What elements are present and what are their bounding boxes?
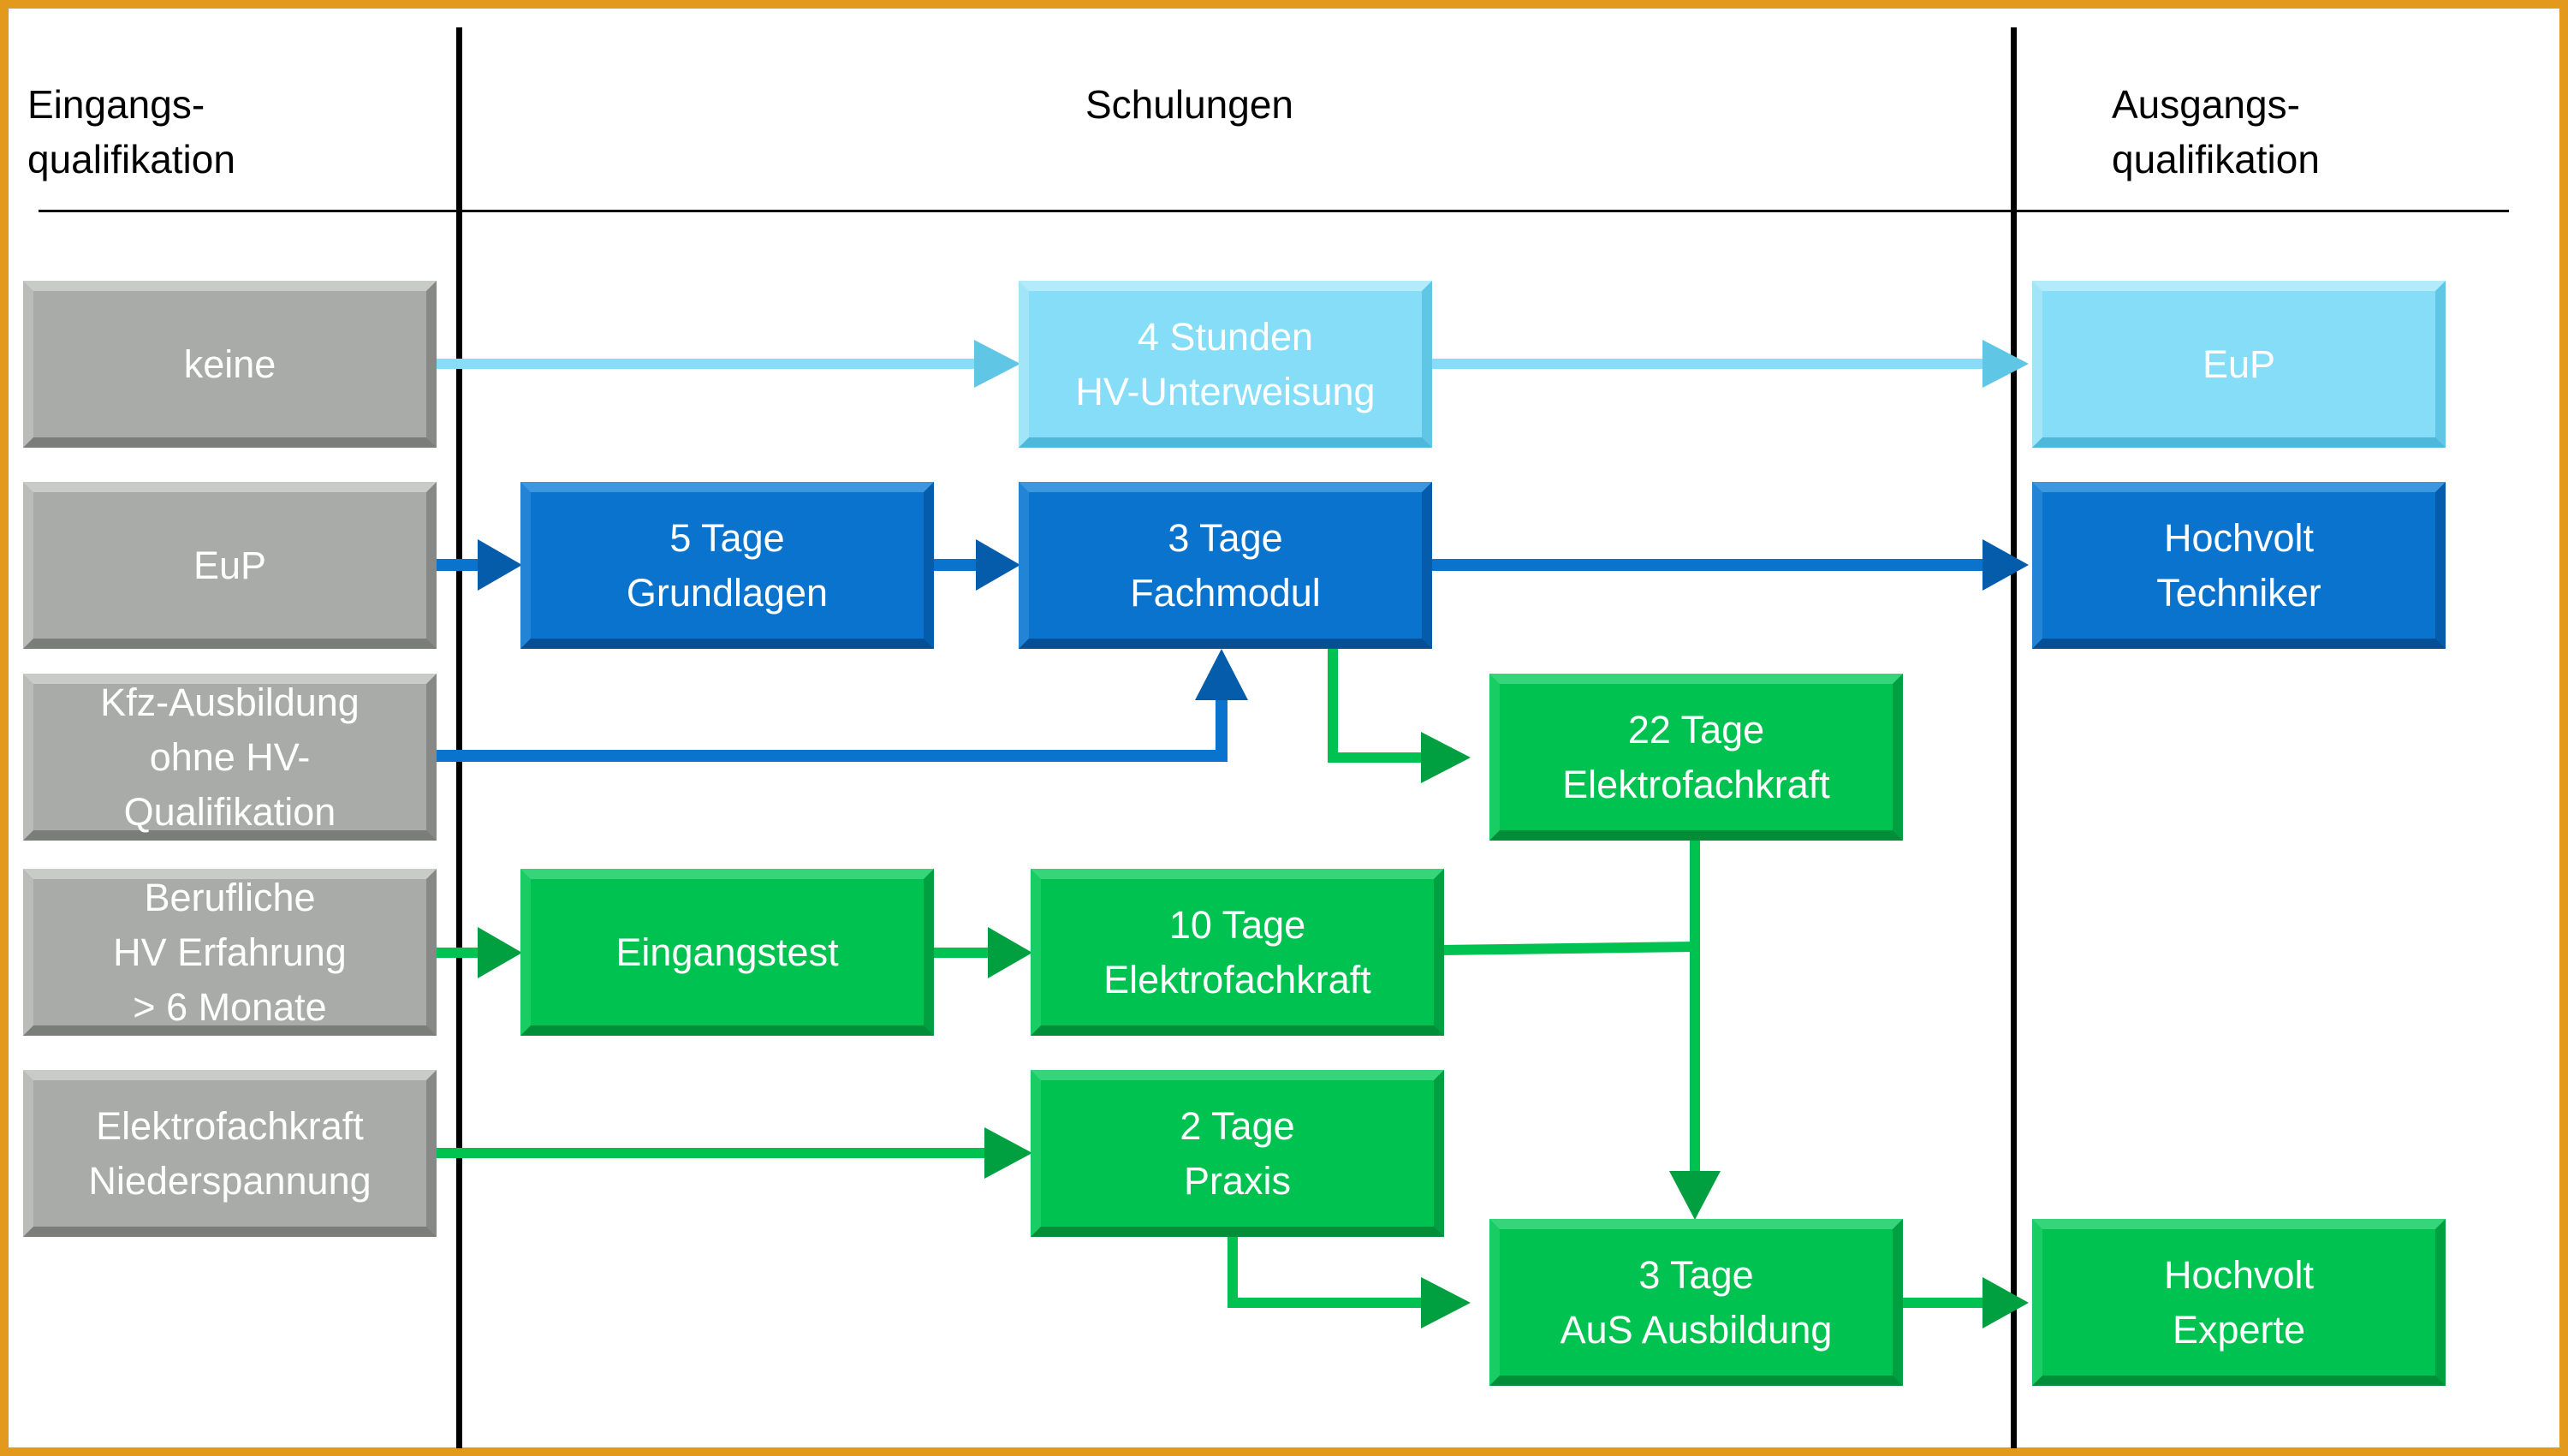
arrowhead-eup-to-grundlagen: [478, 539, 522, 591]
input-beruflich-box: Berufliche HV Erfahrung > 6 Monate: [23, 869, 437, 1036]
flow-arrows: [437, 340, 2029, 1328]
arrowhead-fachmodul-to-techniker: [1982, 539, 2029, 591]
input-keine-box: keine: [23, 281, 437, 448]
arrow-kfz-to-fachmodul: [437, 689, 1228, 762]
training-grundlagen-box: 5 Tage Grundlagen: [520, 482, 934, 649]
training-aus-box: 3 Tage AuS Ausbildung: [1489, 1219, 1903, 1386]
output-eup-box: EuP: [2032, 281, 2446, 448]
column-divider-left: [456, 27, 462, 1448]
training-praxis-box: 2 Tage Praxis: [1031, 1070, 1444, 1237]
header-output-qualification: Ausgangs- qualifikation: [2112, 82, 2320, 181]
arrowhead-keine-to-unterweisung: [974, 340, 1020, 388]
arrowhead-grundlagen-to-fachmodul: [976, 539, 1020, 591]
training-fachmodul-box: 3 Tage Fachmodul: [1019, 482, 1432, 649]
arrowhead-aus-to-experte: [1982, 1277, 2029, 1328]
header-trainings: Schulungen: [1085, 82, 1293, 127]
training-unterweisung-box: 4 Stunden HV-Unterweisung: [1019, 281, 1432, 448]
column-divider-right: [2011, 27, 2017, 1448]
input-eup-box: EuP: [23, 482, 437, 649]
arrowhead-elektro-to-praxis: [984, 1127, 1032, 1179]
header-underline: [39, 210, 2509, 212]
arrowhead-beruflich-to-eingangstest: [478, 927, 522, 978]
header-input-qualification: Eingangs- qualifikation: [27, 82, 235, 181]
arrow-efk10-to-junction: [1439, 942, 1696, 955]
arrowhead-praxis-to-aus: [1421, 1277, 1471, 1328]
arrowhead-unterweisung-to-eup: [1982, 340, 2029, 388]
input-kfz-box: Kfz-Ausbildung ohne HV- Qualifikation: [23, 674, 437, 841]
arrowhead-efk22-to-aus: [1669, 1171, 1721, 1220]
arrow-fachmodul-to-efk22: [1328, 649, 1430, 763]
training-efk22-box: 22 Tage Elektrofachkraft: [1489, 674, 1903, 841]
arrowhead-kfz-to-fachmodul: [1195, 649, 1248, 700]
input-elektrofachkraft-box: Elektrofachkraft Niederspannung: [23, 1070, 437, 1237]
output-techniker-box: Hochvolt Techniker: [2032, 482, 2446, 649]
output-experte-box: Hochvolt Experte: [2032, 1219, 2446, 1386]
training-eingangstest-box: Eingangstest: [520, 869, 934, 1036]
training-efk10-box: 10 Tage Elektrofachkraft: [1031, 869, 1444, 1036]
arrowhead-fachmodul-to-efk22: [1421, 732, 1471, 783]
arrow-praxis-to-aus: [1228, 1234, 1430, 1308]
arrowhead-eingangstest-to-efk10: [988, 927, 1032, 978]
